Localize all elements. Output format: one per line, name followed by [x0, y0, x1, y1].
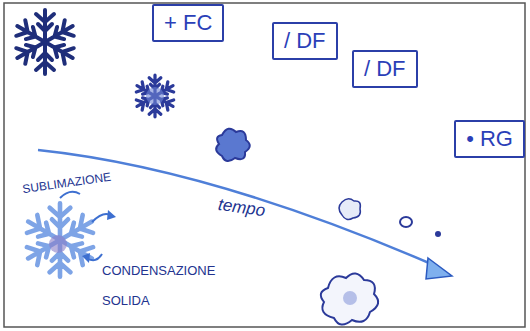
arrow-head: [426, 258, 452, 279]
flake-core: [49, 235, 67, 253]
snowflake: [13, 10, 77, 74]
stage-box: / DF: [272, 22, 338, 60]
stage-code: / DF: [284, 28, 326, 54]
stage-box: / DF: [352, 50, 418, 88]
annotation: CONDENSAZIONE SOLIDA: [102, 256, 214, 316]
time-arrow: [38, 150, 436, 266]
frame: [4, 3, 525, 327]
arrow-head: [82, 253, 90, 263]
flake-core: [146, 87, 164, 105]
stage-box: + FC: [152, 4, 224, 42]
rounding-grain: [339, 199, 360, 220]
light-snowflake: [23, 203, 97, 277]
stage-code: / DF: [364, 56, 406, 82]
fragment: [216, 129, 250, 161]
grain-core: [343, 291, 357, 305]
round-grain: [400, 217, 412, 227]
decomposing-flake: [134, 75, 176, 117]
stage-code: + FC: [164, 10, 212, 36]
rounded-grain: [321, 273, 378, 324]
stage-code: • RG: [466, 126, 513, 152]
small-grain: [435, 231, 441, 237]
sublimation-arrow: [60, 192, 80, 198]
arrow-head: [107, 210, 116, 220]
stage-box: • RG: [454, 120, 525, 158]
